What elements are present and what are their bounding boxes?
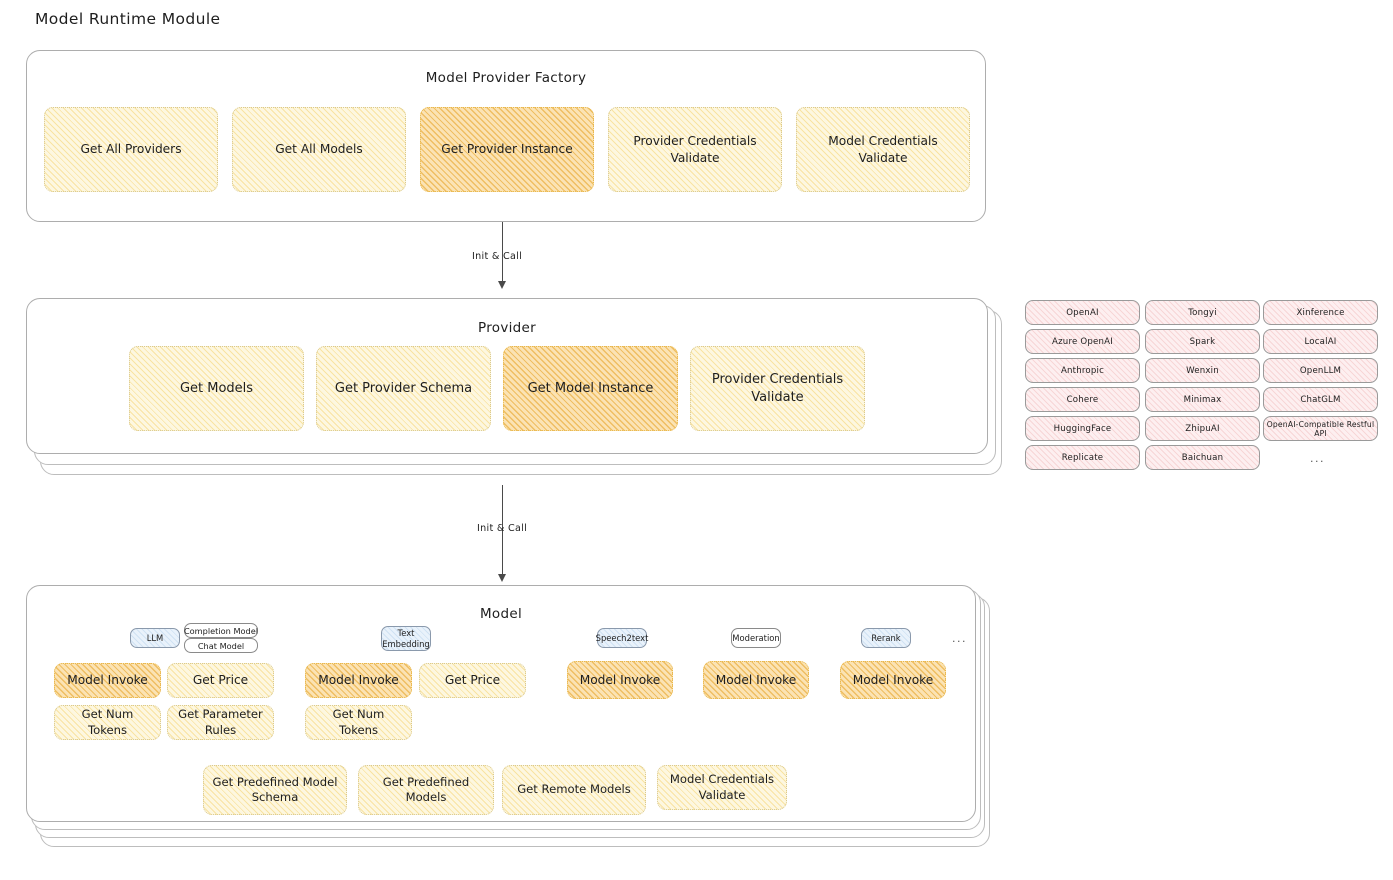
llm-box-model-invoke[interactable]: Model Invoke	[54, 663, 161, 698]
factory-box-provider-credentials-validate[interactable]: Provider Credentials Validate	[608, 107, 782, 192]
provider-pill-anthropic[interactable]: Anthropic	[1025, 358, 1140, 383]
arrow-provider-to-model-label: Init & Call	[477, 523, 528, 534]
model-type-chip-moderation[interactable]: Moderation	[731, 628, 781, 648]
provider-pill-baichuan[interactable]: Baichuan	[1145, 445, 1260, 470]
provider-pill-tongyi[interactable]: Tongyi	[1145, 300, 1260, 325]
provider-pill-wenxin[interactable]: Wenxin	[1145, 358, 1260, 383]
provider-pill-xinference[interactable]: Xinference	[1263, 300, 1378, 325]
model-panel: Model	[26, 585, 976, 822]
provider-pill-minimax[interactable]: Minimax	[1145, 387, 1260, 412]
moderation-box-model-invoke[interactable]: Model Invoke	[703, 661, 809, 699]
factory-box-get-provider-instance[interactable]: Get Provider Instance	[420, 107, 594, 192]
provider-pill-zhipuai[interactable]: ZhipuAI	[1145, 416, 1260, 441]
factory-box-get-all-models[interactable]: Get All Models	[232, 107, 406, 192]
provider-box-get-model-instance[interactable]: Get Model Instance	[503, 346, 678, 431]
factory-box-model-credentials-validate[interactable]: Model Credentials Validate	[796, 107, 970, 192]
provider-pill-spark[interactable]: Spark	[1145, 329, 1260, 354]
speech2text-box-model-invoke[interactable]: Model Invoke	[567, 661, 673, 699]
model-common-box-model-credentials-validate[interactable]: Model Credentials Validate	[657, 765, 787, 810]
arrow-provider-to-model-head	[498, 574, 506, 582]
provider-pill-chatglm[interactable]: ChatGLM	[1263, 387, 1378, 412]
llm-box-get-num-tokens[interactable]: Get Num Tokens	[54, 705, 161, 740]
model-common-box-get-predefined-model-schema[interactable]: Get Predefined Model Schema	[203, 765, 347, 815]
rerank-box-model-invoke[interactable]: Model Invoke	[840, 661, 946, 699]
factory-box-get-all-providers[interactable]: Get All Providers	[44, 107, 218, 192]
text-embedding-box-get-price[interactable]: Get Price	[419, 663, 526, 698]
provider-pill-replicate[interactable]: Replicate	[1025, 445, 1140, 470]
provider-pill-azure-openai[interactable]: Azure OpenAI	[1025, 329, 1140, 354]
arrow-factory-to-provider-head	[498, 281, 506, 289]
provider-box-provider-credentials-validate[interactable]: Provider Credentials Validate	[690, 346, 865, 431]
model-type-chip-rerank[interactable]: Rerank	[861, 628, 911, 648]
provider-pill-openai-compatible-restful-api[interactable]: OpenAI-Compatible Restful API	[1263, 416, 1378, 441]
model-common-box-get-remote-models[interactable]: Get Remote Models	[502, 765, 646, 815]
model-tag-completion-model: Completion Model	[184, 623, 258, 638]
model-type-chip-text-embedding[interactable]: Text Embedding	[381, 626, 431, 651]
provider-box-get-models[interactable]: Get Models	[129, 346, 304, 431]
arrow-factory-to-provider-line	[502, 222, 504, 284]
model-type-chip-speech2text[interactable]: Speech2text	[596, 628, 648, 648]
provider-pill-cohere[interactable]: Cohere	[1025, 387, 1140, 412]
page-title: Model Runtime Module	[35, 10, 221, 28]
model-title: Model	[479, 606, 523, 622]
provider-pill-huggingface[interactable]: HuggingFace	[1025, 416, 1140, 441]
provider-list-more: ...	[1310, 452, 1325, 465]
provider-pill-localai[interactable]: LocalAI	[1263, 329, 1378, 354]
provider-box-get-provider-schema[interactable]: Get Provider Schema	[316, 346, 491, 431]
arrow-provider-to-model-line	[502, 485, 504, 577]
model-types-more: ...	[952, 632, 967, 645]
arrow-factory-to-provider-label: Init & Call	[472, 251, 523, 262]
llm-box-get-parameter-rules[interactable]: Get Parameter Rules	[167, 705, 274, 740]
text-embedding-box-model-invoke[interactable]: Model Invoke	[305, 663, 412, 698]
model-common-box-get-predefined-models[interactable]: Get Predefined Models	[358, 765, 494, 815]
model-tag-chat-model: Chat Model	[184, 638, 258, 653]
text-embedding-box-get-num-tokens[interactable]: Get Num Tokens	[305, 705, 412, 740]
model-provider-factory-title: Model Provider Factory	[425, 70, 587, 86]
provider-pill-openai[interactable]: OpenAI	[1025, 300, 1140, 325]
model-type-chip-llm[interactable]: LLM	[130, 628, 180, 648]
provider-pill-openllm[interactable]: OpenLLM	[1263, 358, 1378, 383]
provider-title: Provider	[478, 320, 536, 336]
llm-box-get-price[interactable]: Get Price	[167, 663, 274, 698]
